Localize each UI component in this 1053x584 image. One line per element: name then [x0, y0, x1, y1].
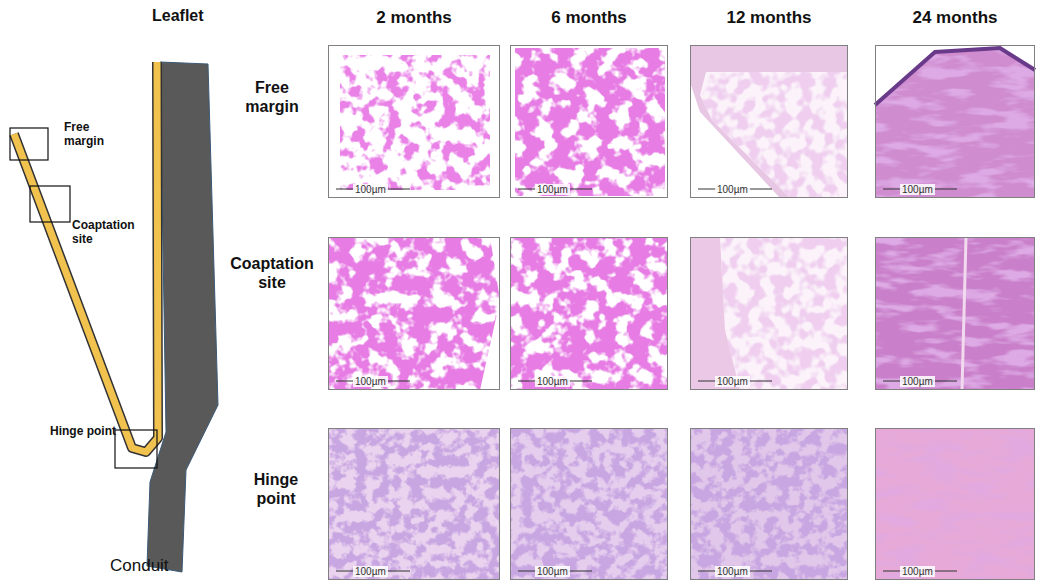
histology-panel: 100µm: [510, 237, 668, 390]
scale-bar-label: 100µm: [353, 566, 388, 577]
scale-bar-label: 100µm: [535, 184, 570, 195]
part-label: Coaptation site: [72, 218, 142, 247]
histology-panel: 100µm: [510, 45, 668, 198]
histology-panel: 100µm: [690, 428, 848, 580]
histology-panel: 100µm: [510, 428, 668, 580]
part-label: Hinge point: [50, 424, 116, 438]
part-label: Leaflet: [152, 6, 204, 25]
scale-bar-label: 100µm: [715, 184, 750, 195]
scale-bar-label: 100µm: [900, 566, 935, 577]
scale-bar-label: 100µm: [715, 566, 750, 577]
part-label: Free margin: [64, 120, 114, 149]
column-header: 2 months: [328, 8, 500, 28]
histology-panel: 100µm: [875, 237, 1035, 390]
scale-bar-label: 100µm: [535, 376, 570, 387]
scale-bar-label: 100µm: [715, 376, 750, 387]
histology-panel: 100µm: [875, 45, 1035, 198]
histology-panel: 100µm: [328, 237, 500, 390]
histology-panel: 100µm: [690, 237, 848, 390]
histology-panel: 100µm: [328, 428, 500, 580]
histology-panel: 100µm: [875, 428, 1035, 580]
column-header: 6 months: [510, 8, 668, 28]
scale-bar-label: 100µm: [900, 184, 935, 195]
part-label: Conduit: [110, 556, 169, 576]
row-label: Hinge point: [236, 470, 316, 508]
histology-panel: 100µm: [328, 45, 500, 198]
scale-bar-label: 100µm: [900, 376, 935, 387]
row-label: Coaptation site: [222, 254, 322, 292]
histology-panel: 100µm: [690, 45, 848, 198]
row-label: Free margin: [232, 78, 312, 116]
scale-bar-label: 100µm: [353, 376, 388, 387]
column-header: 12 months: [690, 8, 848, 28]
column-header: 24 months: [875, 8, 1035, 28]
scale-bar-label: 100µm: [353, 184, 388, 195]
scale-bar-label: 100µm: [535, 566, 570, 577]
